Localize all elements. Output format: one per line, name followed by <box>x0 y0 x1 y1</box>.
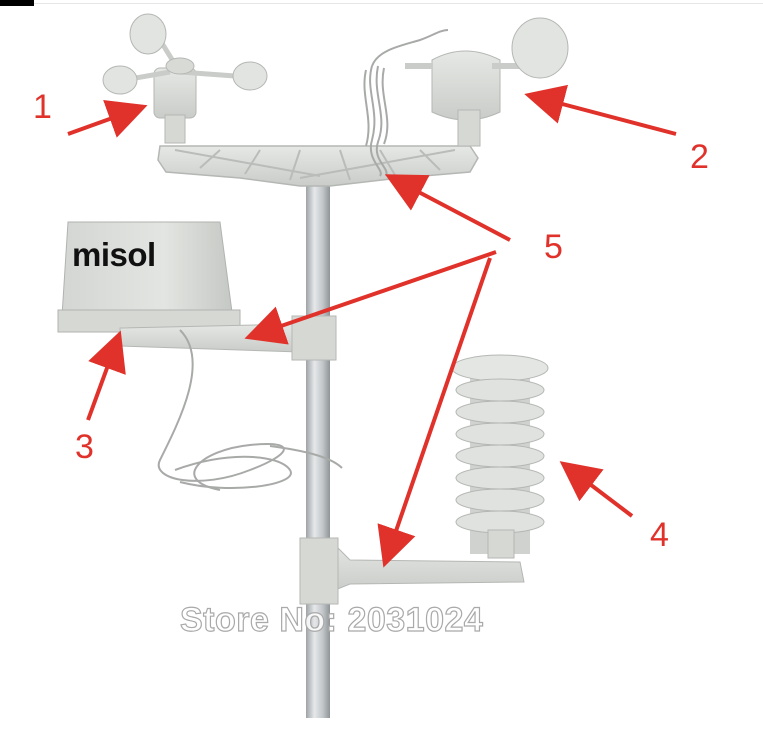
callout-label-3: 3 <box>75 428 94 466</box>
arrow-5a <box>384 174 511 242</box>
arrow-4 <box>559 461 634 518</box>
cable-coil-top <box>363 29 449 177</box>
wind-vane <box>405 17 569 147</box>
arrow-1 <box>67 100 148 138</box>
callout-label-4: 4 <box>650 516 669 554</box>
callout-label-2: 2 <box>690 138 709 176</box>
callout-label-5: 5 <box>544 228 563 266</box>
arrow-3 <box>86 330 126 421</box>
brand-label: misol <box>72 236 156 273</box>
lower-arm <box>299 537 525 605</box>
store-watermark: Store No: 2031024 <box>179 600 484 639</box>
top-divider <box>34 3 763 4</box>
cable-coil-bottom <box>157 329 343 491</box>
corner-mark <box>0 0 34 6</box>
arrow-5c <box>377 257 492 568</box>
mast-pole <box>306 178 330 718</box>
radiation-shield <box>451 354 549 559</box>
callout-arrows <box>67 84 677 568</box>
top-crossbar <box>157 145 479 187</box>
arrow-2 <box>524 84 677 136</box>
arrow-5b <box>244 250 497 345</box>
anemometer <box>102 13 268 144</box>
callout-label-1: 1 <box>33 88 52 126</box>
